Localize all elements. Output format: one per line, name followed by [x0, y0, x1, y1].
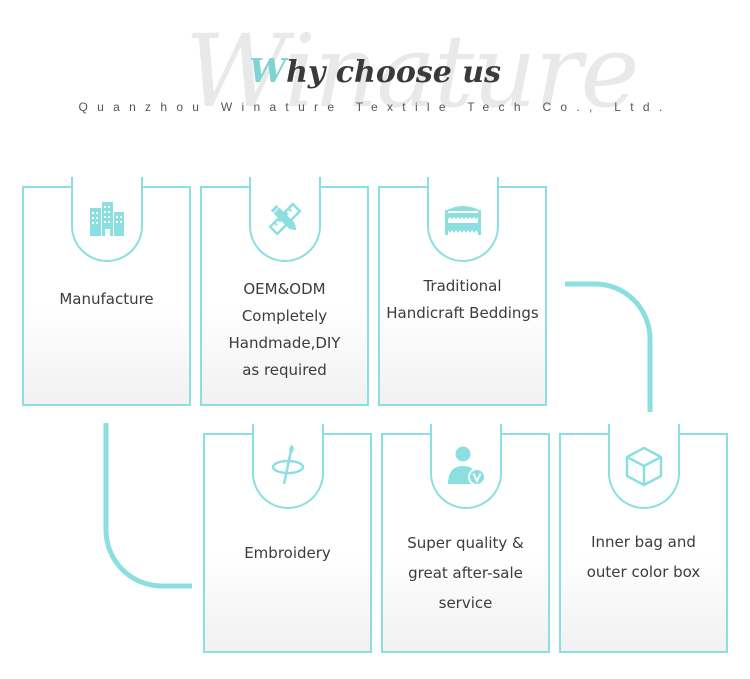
card-badge [426, 177, 499, 262]
pencil-ruler-icon [267, 201, 302, 236]
company-subtitle: Quanzhou Winature Textile Tech Co., Ltd. [78, 100, 672, 114]
card-badge [429, 424, 502, 509]
title-initial: W [249, 51, 287, 90]
watermark-brand: Winature [185, 13, 640, 130]
card-label-line: Embroidery [244, 544, 331, 562]
card-label-line: Traditional [423, 277, 502, 295]
card-label-line: Inner bag and [591, 533, 696, 551]
feature-card-packaging: Inner bag and outer color box [559, 424, 728, 653]
box-icon [625, 446, 662, 486]
card-label-line: OEM&ODM [243, 280, 326, 298]
card-label: Inner bag and outer color box [561, 527, 726, 587]
card-label-line: as required [242, 361, 327, 379]
canopy-bed-icon [444, 205, 481, 235]
card-label-line: Handicraft Beddings [386, 304, 539, 322]
building-icon [89, 201, 124, 236]
title-rest: hy choose us [286, 55, 501, 90]
card-label: Embroidery [205, 540, 370, 567]
card-label: Manufacture [24, 286, 189, 313]
card-label-line: great after-sale [408, 564, 523, 582]
connector-right [565, 281, 653, 412]
feature-card-quality-service: Super quality & great after-sale service [381, 424, 550, 653]
needle-thread-icon [271, 444, 304, 484]
card-label-line: Completely [241, 307, 328, 325]
card-label-line: Manufacture [59, 290, 154, 308]
card-label: Super quality & great after-sale service [383, 528, 548, 618]
card-label-line: Super quality & [407, 534, 524, 552]
feature-card-embroidery: Embroidery [203, 424, 372, 653]
card-badge [70, 177, 143, 262]
card-label-line: Handmade,DIY [228, 334, 341, 352]
card-badge [248, 177, 321, 262]
connector-left [103, 423, 192, 589]
feature-card-manufacture: Manufacture [22, 177, 191, 406]
feature-card-oem-odm: OEM&ODM Completely Handmade,DIY as requi… [200, 177, 369, 406]
card-label: OEM&ODM Completely Handmade,DIY as requi… [202, 276, 367, 384]
feature-card-handicraft: Traditional Handicraft Beddings [378, 177, 547, 406]
card-label-line: outer color box [586, 563, 701, 581]
card-label-line: service [438, 594, 493, 612]
card-badge [607, 424, 680, 509]
card-label: Traditional Handicraft Beddings [380, 273, 545, 327]
page-title: Why choose us [0, 54, 750, 88]
card-badge [251, 424, 324, 509]
verified-user-icon [447, 446, 486, 486]
